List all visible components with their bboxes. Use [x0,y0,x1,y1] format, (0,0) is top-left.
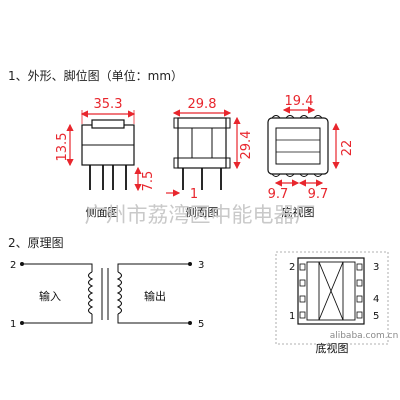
front-width-label: 35.3 [94,97,123,112]
bottom-view-caption: 底视图 [282,205,315,219]
front-height-label: 13.5 [55,133,70,162]
side-view: 29.8 29.4 1 侧面图 侧面图 [86,97,255,219]
side-pin-gap-label: 1 [190,187,198,202]
pinout-caption: 底视图 [316,341,349,355]
bottom-top-width-label: 19.4 [285,94,314,109]
output-label: 输出 [144,289,166,303]
schematic-pin-right-top: 3 [198,260,204,271]
pinout-right-pin-1: 3 [373,262,379,273]
pinout-right-pin-3: 4 [373,294,379,305]
schematic-pin-right-bottom: 5 [198,319,204,330]
pinout-left-pin-1: 2 [289,262,295,273]
side-width-label: 29.8 [188,97,217,112]
section1-heading: 1、外形、脚位图（单位：mm） [8,68,183,83]
side-height-label: 29.4 [239,131,254,160]
pinout-box: 2 1 3 4 5 alibaba.com.cn 底视图 [275,251,399,355]
bottom-height-label: 22 [340,140,355,157]
side-view-caption: 侧面图 [186,206,219,219]
input-label: 输入 [39,289,61,303]
schematic-pin-left-bottom: 1 [10,319,16,330]
pinout-right-pin-4: 5 [373,311,379,322]
schematic-pin-left-top: 2 [10,260,16,271]
bottom-pitch-left-label: 9.7 [268,187,289,202]
front-view-caption: 侧面图 [86,206,119,219]
site-watermark: alibaba.com.cn [330,331,399,341]
watermark-text: 广州市荔湾区中能电器厂 [85,203,316,227]
pinout-left-pin-4: 1 [289,311,295,322]
section2-heading: 2、原理图 [8,236,64,250]
front-view: 35.3 13.5 7.5 [55,97,156,191]
bottom-view: 19.4 22 9.7 9.7 底视图 [267,94,355,219]
bottom-pitch-right-label: 9.7 [308,187,329,202]
front-pin-length-label: 7.5 [141,171,156,192]
schematic: 2 1 3 5 输入 输出 [10,260,204,330]
